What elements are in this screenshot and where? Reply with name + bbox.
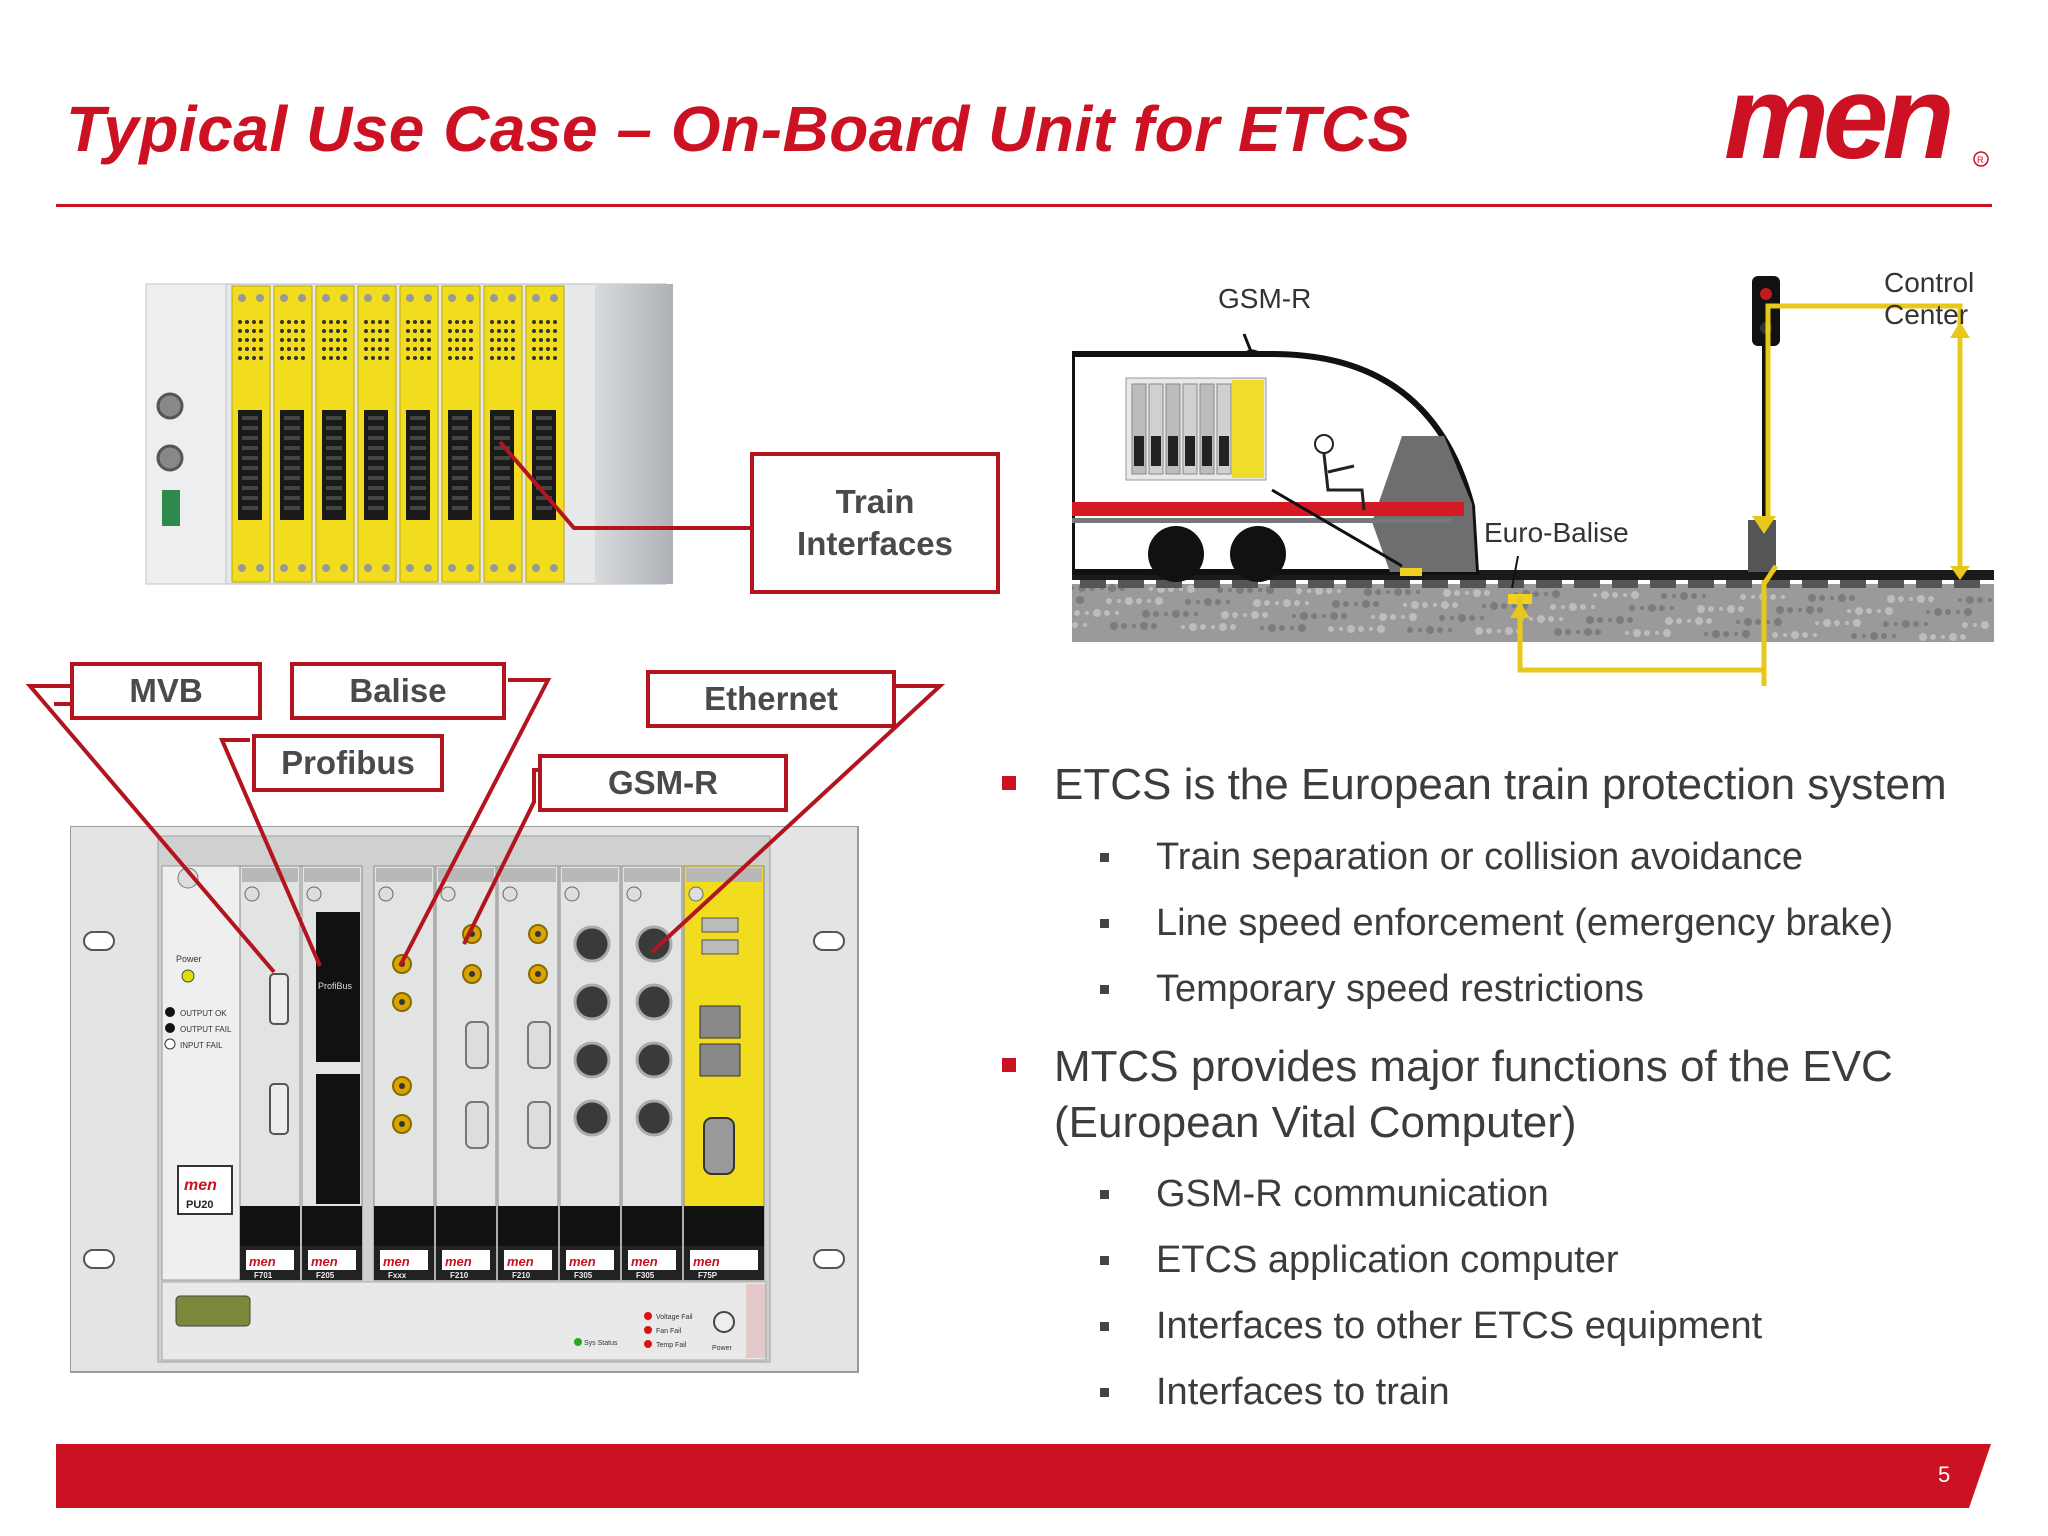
slide-title: Typical Use Case – On-Board Unit for ETC… — [66, 93, 1411, 165]
gsmr-callout: GSM-R — [538, 754, 788, 812]
module-logo: men — [631, 1254, 658, 1269]
temp-fail-label: Temp Fail — [656, 1342, 687, 1349]
euro-balise-label: Euro-Balise — [1484, 517, 1629, 548]
sub-bullet-marker — [1100, 853, 1109, 862]
bullet-2-sub-2: ETCS application computer — [1156, 1239, 1619, 1281]
train-interfaces-line1: Train — [835, 483, 915, 520]
module-logo: men — [445, 1254, 472, 1269]
bullet-2-sub-4: Interfaces to train — [1156, 1371, 1450, 1413]
bullet-2-text-line1: MTCS provides major functions of the EVC — [1054, 1042, 1893, 1091]
profibus-slot-label: ProfiBus — [318, 981, 353, 991]
module-label: F210 — [450, 1271, 469, 1280]
module-logo: men — [249, 1254, 276, 1269]
train-interfaces-callout: Train Interfaces — [750, 452, 1000, 594]
module-logo: men — [507, 1254, 534, 1269]
footer-bar — [56, 1444, 1991, 1508]
bullet-1-sub-3: Temporary speed restrictions — [1156, 968, 1644, 1010]
gsmr-diagram-label: GSM-R — [1218, 283, 1311, 314]
page-number: 5 — [1938, 1462, 1951, 1487]
module-label: F701 — [254, 1271, 273, 1280]
sub-bullet-marker — [1100, 919, 1109, 928]
module-logo: men — [383, 1254, 410, 1269]
men-logo: men R — [1724, 66, 1989, 176]
sub-bullet-marker — [1100, 1190, 1109, 1199]
balise-callout: Balise — [290, 662, 506, 720]
compactpci-chassis-photo: Power OUTPUT OK OUTPUT FAIL INPUT FAIL m… — [70, 826, 859, 1373]
module-logo: men — [569, 1254, 596, 1269]
psu-power-label: Power — [176, 954, 202, 964]
sub-bullet-marker — [1100, 1256, 1109, 1265]
fan-fail-label: Fan Fail — [656, 1328, 682, 1335]
sub-bullet-marker — [1100, 985, 1109, 994]
bullet-2-text-line2: (European Vital Computer) — [1054, 1098, 1577, 1147]
sub-bullet-marker — [1100, 1388, 1109, 1397]
psu-logo: men — [184, 1177, 217, 1194]
psu-model-label: PU20 — [186, 1199, 214, 1211]
module-label: F305 — [574, 1271, 593, 1280]
control-center-label-2: Center — [1884, 299, 1968, 330]
voltage-fail-label: Voltage Fail — [656, 1314, 693, 1321]
output-fail-label: OUTPUT FAIL — [180, 1025, 232, 1034]
module-logo: men — [311, 1254, 338, 1269]
logo-text: men — [1724, 66, 1951, 176]
module-label: F75P — [698, 1271, 718, 1280]
input-fail-label: INPUT FAIL — [180, 1041, 223, 1050]
train-etcs-diagram: GSM-R Control Center Euro-Balise — [1072, 266, 2004, 702]
sys-status-label: Sys Status — [584, 1340, 618, 1347]
bullet-2-sub-3: Interfaces to other ETCS equipment — [1156, 1305, 1763, 1347]
train-interfaces-line2: Interfaces — [797, 525, 953, 562]
output-ok-label: OUTPUT OK — [180, 1009, 227, 1018]
ethernet-callout: Ethernet — [646, 670, 896, 728]
bullet-1-text: ETCS is the European train protection sy… — [1054, 760, 1947, 809]
title-divider — [56, 204, 1992, 207]
mvb-callout: MVB — [70, 662, 262, 720]
sub-bullet-marker — [1100, 1322, 1109, 1331]
control-center-label-1: Control — [1884, 267, 1974, 298]
bullet-marker-1 — [1002, 776, 1016, 790]
bullet-2-sub-1: GSM-R communication — [1156, 1173, 1549, 1215]
module-label: F305 — [636, 1271, 655, 1280]
chassis-power-label: Power — [712, 1345, 733, 1352]
module-label: F205 — [316, 1271, 335, 1280]
module-label: F210 — [512, 1271, 531, 1280]
bullet-1-sub-1: Train separation or collision avoidance — [1156, 836, 1804, 878]
svg-text:R: R — [1977, 155, 1984, 165]
module-label: Fxxx — [388, 1271, 407, 1280]
profibus-callout: Profibus — [252, 734, 444, 792]
train-interface-rack-photo — [145, 283, 673, 585]
module-logo: men — [693, 1254, 720, 1269]
bullet-marker-2 — [1002, 1058, 1016, 1072]
bullet-1-sub-2: Line speed enforcement (emergency brake) — [1156, 902, 1894, 944]
